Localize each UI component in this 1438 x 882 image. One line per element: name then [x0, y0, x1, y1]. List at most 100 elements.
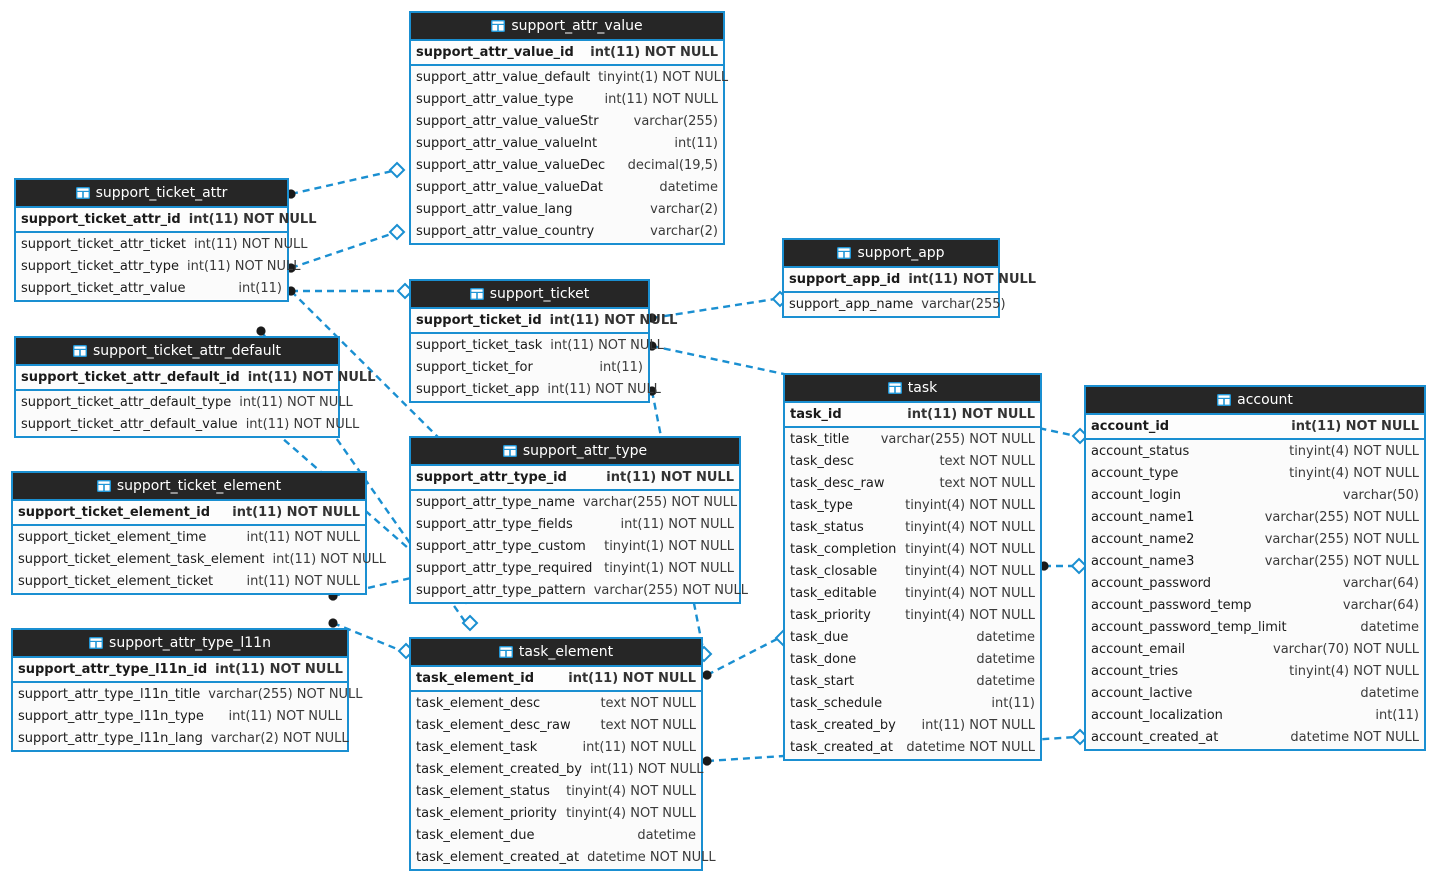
table-header-support_ticket_attr_default[interactable]: support_ticket_attr_default [16, 338, 338, 364]
table-header-support_ticket[interactable]: support_ticket [411, 281, 648, 307]
table-header-support_attr_value[interactable]: support_attr_value [411, 13, 723, 39]
table-header-support_attr_type[interactable]: support_attr_type [411, 438, 739, 464]
table-header-support_ticket_element[interactable]: support_ticket_element [13, 473, 365, 499]
table-header-support_ticket_attr[interactable]: support_ticket_attr [16, 180, 287, 206]
table-header-support_attr_type_l11n[interactable]: support_attr_type_l11n [13, 630, 347, 656]
table-header-task[interactable]: task [785, 375, 1040, 401]
table-header-task_element[interactable]: task_element [411, 639, 701, 665]
table-header-support_app[interactable]: support_app [784, 240, 998, 266]
column-name: account_login [1091, 487, 1181, 503]
table-header-account[interactable]: account [1086, 387, 1424, 413]
column-type: tinyint(1) NOT NULL [604, 560, 734, 576]
